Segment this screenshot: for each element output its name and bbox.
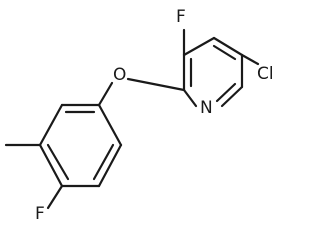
bond-ring-d — [38, 143, 64, 188]
bond-c2-oxygen — [126, 77, 186, 92]
bond-ring-e — [38, 103, 64, 147]
atom-oxygen: O — [113, 65, 126, 85]
bond-c6-n1 — [220, 85, 244, 108]
bond-c4prime-fluorine — [46, 184, 64, 210]
atom-fluorine-top: F — [176, 7, 186, 27]
bond-ring-b-inner — [92, 143, 115, 181]
structure-canvas: F Cl O N F — [4, 7, 274, 224]
bond-c6-n1-inner — [215, 82, 237, 103]
bond-ring-d-inner — [46, 143, 70, 181]
atom-chlorine: Cl — [257, 64, 274, 84]
bond-ring-a — [97, 103, 123, 147]
bond-c4-c5 — [212, 36, 244, 57]
molecule-structure: F Cl O N F — [4, 7, 274, 224]
bond-c4-c5-inner — [212, 44, 237, 61]
bond-c5-chlorine — [240, 53, 260, 66]
benzene-ring — [38, 103, 123, 188]
pyridine-ring — [182, 36, 244, 108]
bond-oxygen-c1prime — [97, 81, 114, 107]
atom-nitrogen: N — [200, 98, 213, 118]
bond-ring-b — [97, 143, 123, 188]
bond-n1-c2 — [182, 88, 198, 108]
atom-fluorine-bottom: F — [35, 204, 45, 224]
bond-c3-c4 — [182, 36, 216, 57]
